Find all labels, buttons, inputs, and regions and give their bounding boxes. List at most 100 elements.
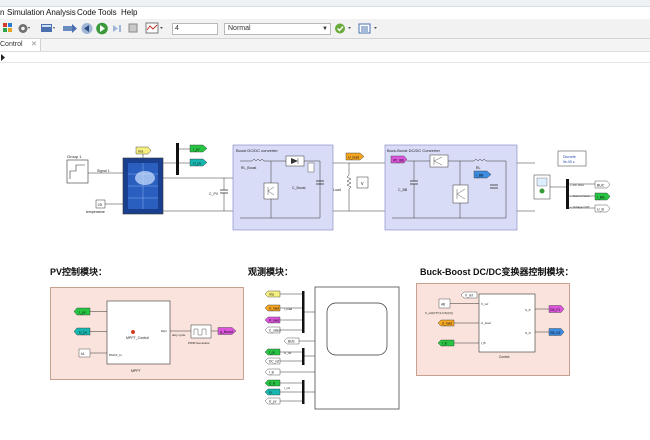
model-advisor-icon[interactable] xyxy=(334,22,354,35)
run-icon[interactable] xyxy=(95,22,109,35)
pv-upv-from[interactable]: U_pv xyxy=(73,327,91,336)
obs-bus-from[interactable]: BUS xyxy=(283,337,300,345)
obs-mux2 xyxy=(302,348,305,365)
ipv-goto[interactable]: I_pv xyxy=(189,144,208,153)
mppt-block-label: MPPT xyxy=(131,369,142,373)
obs-crated-from[interactable]: C_rated xyxy=(264,326,281,334)
bb-ref-label: V_ref(0.5*(1-0.5)/(3)) xyxy=(425,311,453,315)
obs-in6-label: DC_ref xyxy=(269,360,279,364)
obs-io-from[interactable]: Io xyxy=(264,388,281,396)
pwm-label: PWM Generator xyxy=(188,341,210,345)
obs-ib-from[interactable]: I_B xyxy=(264,368,281,376)
bb-const-block[interactable]: 48 xyxy=(438,298,451,309)
pv-control-heading: PV控制模块： xyxy=(50,267,108,277)
menu-bar: n Simulation Analysis Code Tools Help xyxy=(0,7,650,19)
menu-item-partial[interactable]: n xyxy=(0,8,5,17)
bb-block-label: Control xyxy=(499,355,510,359)
tab-control-label: Control xyxy=(0,41,23,48)
observe-scope-block[interactable] xyxy=(314,286,400,410)
model-explorer-icon[interactable] xyxy=(40,22,56,35)
obs-irra-from[interactable]: Irra xyxy=(264,290,281,298)
chevron-right-icon[interactable] xyxy=(0,53,8,62)
bb-gbp1-goto[interactable]: GB_P1 xyxy=(548,305,565,313)
voltage-meas-block[interactable] xyxy=(356,176,369,189)
cboost-label: C_Boost xyxy=(292,186,305,190)
bb-control-block[interactable]: V_ref U_load I_B S_P S_N Control xyxy=(478,293,536,359)
obs-ub-from[interactable]: U_B xyxy=(264,379,281,387)
obs-in7-label: I_B xyxy=(269,371,274,375)
bb-port-ib: I_B xyxy=(481,341,486,345)
upv-goto[interactable]: U_pv xyxy=(189,158,208,167)
obs-in5-label: I_pv xyxy=(269,351,276,355)
window-top-strip xyxy=(0,0,650,7)
menu-analysis[interactable]: Analysis xyxy=(46,8,76,17)
obs-in8-label: U_B xyxy=(269,382,275,386)
build-icon[interactable] xyxy=(358,22,380,35)
step-forward-icon[interactable] xyxy=(111,22,123,35)
gboost-goto[interactable]: g_Boost xyxy=(217,327,237,335)
ub-goto[interactable]: U_B xyxy=(594,204,611,213)
uload-goto[interactable]: U_load xyxy=(345,152,365,161)
step-back-icon[interactable] xyxy=(80,22,94,35)
pv-in1-label: I_pv xyxy=(79,311,86,315)
close-icon[interactable]: ✕ xyxy=(31,41,37,48)
irradiance-goto[interactable]: Irra xyxy=(135,146,152,155)
pv-control-area[interactable]: I_pv U_pv k1 MPPT_Control MPPT DMAX_In D… xyxy=(50,287,244,380)
pwm-generator-block[interactable]: PWM Generator xyxy=(188,324,212,345)
stop-time-input[interactable]: 4 xyxy=(172,23,218,35)
bb-control-diagram: 48 V_ref(0.5*(1-0.5)/(3)) V_ref U_load I… xyxy=(425,291,565,359)
buc-goto[interactable]: BUC xyxy=(594,180,611,189)
library-browser-icon[interactable] xyxy=(2,22,14,35)
bb-ib-from[interactable]: I_B xyxy=(437,339,455,347)
simulation-mode-select[interactable]: Normal ▼ xyxy=(224,23,331,35)
mppt-control-block[interactable]: MPPT_Control MPPT DMAX_In D(k) xyxy=(106,300,171,373)
pv-array-block[interactable] xyxy=(122,157,164,215)
load-resistor[interactable] xyxy=(346,163,352,211)
powergui-block[interactable]: Discrete 5e-05 s xyxy=(557,150,587,167)
ibb-goto[interactable]: I_BB xyxy=(594,192,611,201)
tab-bar: Control ✕ xyxy=(0,39,650,52)
pv-ipv-from[interactable]: I_pv xyxy=(73,307,91,316)
pv-k1-const[interactable]: k1 xyxy=(78,348,91,358)
update-diagram-icon[interactable] xyxy=(62,22,78,35)
obs-in3-label: R_load xyxy=(269,319,279,323)
menu-tools[interactable]: Tools xyxy=(98,8,117,17)
load-label: Load xyxy=(333,188,341,192)
menu-simulation[interactable]: Simulation xyxy=(7,8,45,17)
pv-demux-bus xyxy=(176,143,179,175)
menu-help[interactable]: Help xyxy=(121,8,138,17)
uload-goto-label: U_load xyxy=(348,156,359,160)
signal-builder-block[interactable]: Group 1 Signal 1 xyxy=(66,154,110,184)
out-buc-label: BUC xyxy=(597,184,605,188)
bb-uload-from[interactable]: U_load xyxy=(437,319,455,327)
obs-upv-from[interactable]: U_pv xyxy=(264,397,281,405)
scope-icon[interactable] xyxy=(145,22,165,35)
bb-vref-from[interactable]: V_ref xyxy=(460,291,478,299)
obs-rload-from[interactable]: R_load xyxy=(264,316,281,324)
bb-port-sn: S_N xyxy=(525,331,531,335)
obs-uload-from[interactable]: U_load xyxy=(264,304,281,312)
obs-in10-label: U_pv xyxy=(269,400,277,404)
bb-gbn2-goto[interactable]: GB_N2 xyxy=(548,328,565,336)
ipv-label: I_pv xyxy=(193,148,200,152)
mppt-block-text: MPPT_Control xyxy=(126,336,149,340)
obs-ipv-from[interactable]: I_pv xyxy=(264,348,281,356)
cbb-label: C_BB xyxy=(398,188,408,192)
boost-converter-subsystem[interactable]: Boost DC/DC converter RL_Boost C_Boost xyxy=(232,144,334,231)
buckboost-converter-subsystem[interactable]: Buck-Boost DC/DC Converter IPI_BB RL i_B… xyxy=(384,144,518,231)
obs-dcref-from[interactable]: DC_ref xyxy=(264,357,281,365)
bb-in3-label: I_B xyxy=(442,342,447,346)
powergui-text2: 5e-05 s xyxy=(563,160,575,164)
model-canvas[interactable]: Group 1 Signal 1 25 temperature Irra I_p… xyxy=(0,63,650,440)
bb-out2-label: GB_N2 xyxy=(550,331,561,335)
pv-out-label: g_Boost xyxy=(220,330,233,334)
tab-control[interactable]: Control ✕ xyxy=(0,39,41,51)
obs-lbl3: I_ref xyxy=(284,386,290,390)
buckboost-control-area[interactable]: 48 V_ref(0.5*(1-0.5)/(3)) V_ref U_load I… xyxy=(416,283,570,376)
menu-code[interactable]: Code xyxy=(77,8,97,17)
stop-icon[interactable] xyxy=(127,22,139,35)
obs-in9-label: Io xyxy=(269,391,272,395)
obs-in2-label: U_load xyxy=(269,307,279,311)
gear-icon[interactable] xyxy=(17,22,31,35)
temperature-constant-block[interactable]: 25 temperature xyxy=(86,199,106,214)
